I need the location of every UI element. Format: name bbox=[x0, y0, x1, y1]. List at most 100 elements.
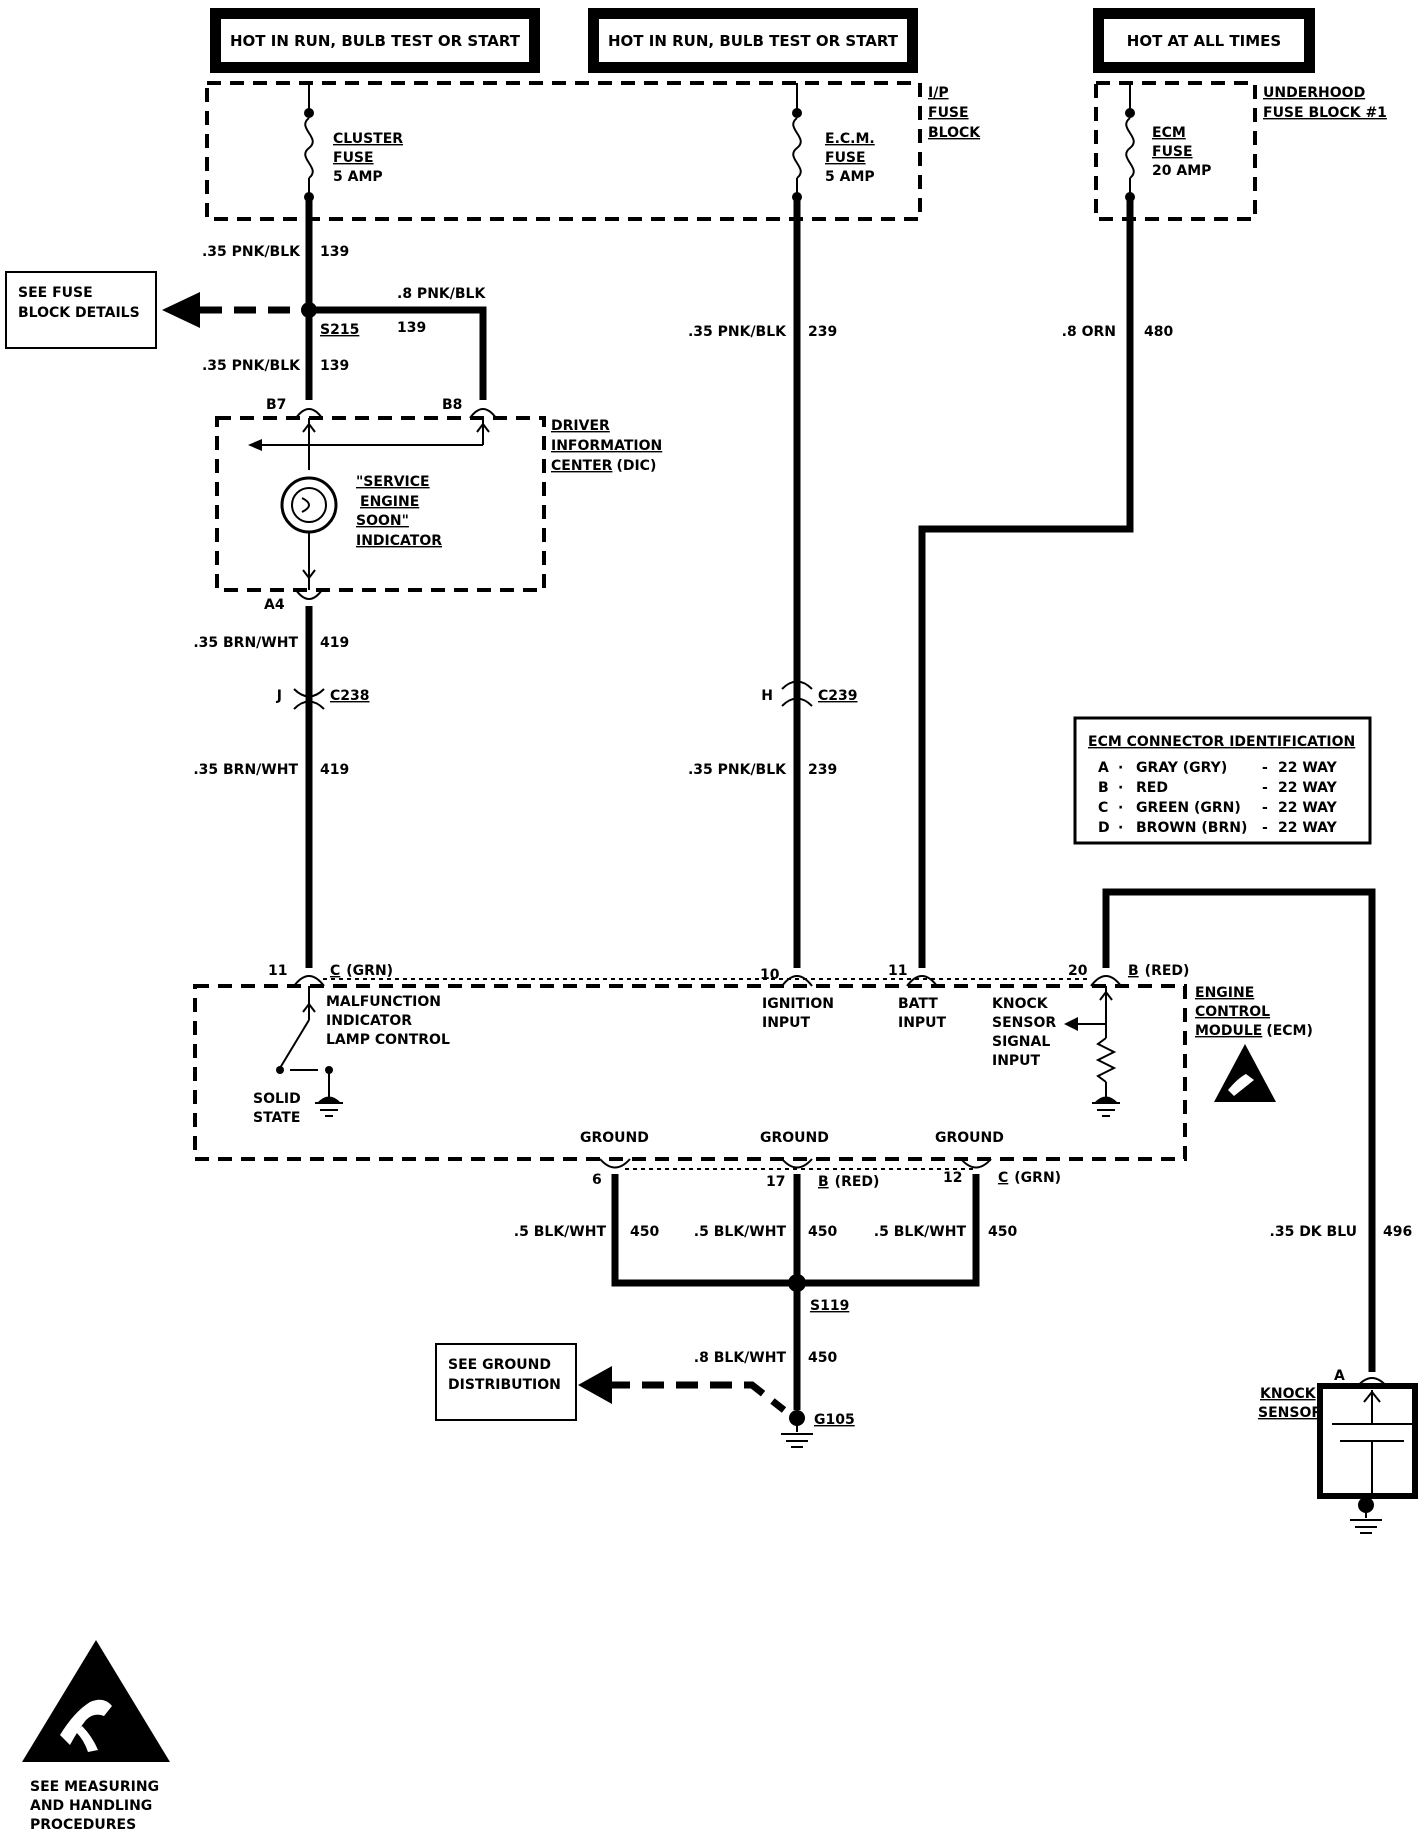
header-left: HOT IN RUN, BULB TEST OR START bbox=[210, 8, 540, 73]
esd-large-warning-icon bbox=[22, 1640, 170, 1762]
knock-sensor-pin: A bbox=[1334, 1368, 1345, 1384]
mil-label-2: INDICATOR bbox=[326, 1013, 412, 1029]
cluster-fuse bbox=[304, 83, 314, 202]
svg-text:CENTER(DIC): CENTER(DIC) bbox=[551, 458, 656, 474]
knock-sensor-label-2: SENSOR bbox=[1258, 1405, 1322, 1421]
underhood-fuse-block-outline bbox=[1094, 81, 1257, 221]
row-a-size: 22 WAY bbox=[1278, 760, 1338, 776]
knock-input-1: KNOCK bbox=[992, 996, 1049, 1012]
pin-a4-connector bbox=[295, 589, 323, 600]
ecm-outline bbox=[193, 984, 1187, 1161]
wire-419-top-gauge: .35 BRN/WHT bbox=[193, 635, 298, 651]
svg-text:·: · bbox=[1118, 820, 1123, 836]
connector-c239-top bbox=[781, 680, 813, 690]
wire-to-ground-distribution bbox=[608, 1381, 787, 1413]
ecm-name-3: MODULE bbox=[1195, 1023, 1262, 1039]
arrow-left-icon bbox=[162, 292, 200, 328]
ecm-ip-fuse-word: FUSE bbox=[825, 150, 866, 166]
ecm-underhood-fuse-name: ECM bbox=[1152, 125, 1186, 141]
svg-text:-: - bbox=[1262, 780, 1268, 796]
row-b-size: 22 WAY bbox=[1278, 780, 1338, 796]
wire-239-bot-circuit: 239 bbox=[808, 762, 837, 778]
connector-c238-bottom bbox=[293, 700, 325, 710]
ecm-table-title: ECM CONNECTOR IDENTIFICATION bbox=[1088, 734, 1355, 750]
indicator-label-4: INDICATOR bbox=[356, 533, 442, 549]
indicator-label-1: "SERVICE bbox=[356, 474, 430, 490]
ignition-label-1: IGNITION bbox=[762, 996, 834, 1012]
ground-g105-label: G105 bbox=[814, 1412, 855, 1428]
c238-name: C238 bbox=[330, 688, 370, 704]
ecm-table-row: A · GRAY (GRY) - 22 WAY bbox=[1098, 760, 1338, 776]
row-a-letter: A bbox=[1098, 760, 1109, 776]
pin-b7-label: B7 bbox=[266, 397, 286, 413]
dic-name-3: CENTER bbox=[551, 458, 613, 474]
wire-496-circuit: 496 bbox=[1383, 1224, 1412, 1240]
ground-icon bbox=[781, 1433, 813, 1448]
svg-text:-: - bbox=[1262, 800, 1268, 816]
pin-b8-label: B8 bbox=[442, 397, 462, 413]
mil-label-3: LAMP CONTROL bbox=[326, 1032, 450, 1048]
ground-pin-6-connector bbox=[599, 1158, 631, 1169]
underhood-fuse-block-label-1: UNDERHOOD bbox=[1263, 85, 1365, 101]
mil-label-1: MALFUNCTION bbox=[326, 994, 441, 1010]
cluster-fuse-name: CLUSTER bbox=[333, 131, 403, 147]
wire-239-bot-gauge: .35 PNK/BLK bbox=[688, 762, 787, 778]
wire-239-top-circuit: 239 bbox=[808, 324, 837, 340]
knock-input-4: INPUT bbox=[992, 1053, 1041, 1069]
knock-input-2: SENSOR bbox=[992, 1015, 1056, 1031]
wire-419-bot-gauge: .35 BRN/WHT bbox=[193, 762, 298, 778]
resistor-icon bbox=[1095, 1037, 1117, 1083]
wire-139-bot-circuit: 139 bbox=[320, 358, 349, 374]
ip-fuse-block-label-2: FUSE bbox=[928, 105, 969, 121]
c239-name: C239 bbox=[818, 688, 858, 704]
ecm-connector-table bbox=[1073, 716, 1372, 845]
dic-name-2: INFORMATION bbox=[551, 438, 662, 454]
ecm-underhood-fuse-amp: 20 AMP bbox=[1152, 163, 1211, 179]
pin-11-connector bbox=[906, 975, 938, 987]
ground-icon bbox=[1092, 1096, 1120, 1117]
wire-480 bbox=[918, 197, 1134, 968]
pin-b8-connector bbox=[469, 408, 497, 419]
wire-450-g-gauge: .8 BLK/WHT bbox=[694, 1350, 787, 1366]
header-middle-text: HOT IN RUN, BULB TEST OR START bbox=[608, 32, 899, 50]
svg-text:·: · bbox=[1118, 760, 1123, 776]
c239-pin: H bbox=[761, 688, 773, 704]
ecm-name-1: ENGINE bbox=[1195, 985, 1254, 1001]
ecm-ip-fuse-name: E.C.M. bbox=[825, 131, 875, 147]
cluster-fuse-amp: 5 AMP bbox=[333, 169, 383, 185]
cluster-fuse-word: FUSE bbox=[333, 150, 374, 166]
wire-450-r-circuit: 450 bbox=[988, 1224, 1017, 1240]
splice-s119-label: S119 bbox=[810, 1298, 849, 1314]
ground-pin-17-connector bbox=[781, 1158, 813, 1169]
see-fuse-block-box bbox=[5, 271, 157, 349]
solid-state-2: STATE bbox=[253, 1110, 300, 1126]
wire-139-top-gauge: .35 PNK/BLK bbox=[202, 244, 301, 260]
svg-text:B(RED): B(RED) bbox=[818, 1174, 879, 1190]
ignition-label-2: INPUT bbox=[762, 1015, 811, 1031]
row-c-letter: C bbox=[1098, 800, 1108, 816]
arrow-left-icon bbox=[1064, 1017, 1078, 1031]
ground-label-6: GROUND bbox=[580, 1130, 649, 1146]
ecm-name-2: CONTROL bbox=[1195, 1004, 1270, 1020]
wire-450-m-circuit: 450 bbox=[808, 1224, 837, 1240]
esd-note-2: AND HANDLING bbox=[30, 1798, 152, 1814]
underhood-fuse-block-label-2: FUSE BLOCK #1 bbox=[1263, 105, 1387, 121]
ecm-ip-fuse bbox=[792, 83, 802, 202]
pin-11c-color: (GRN) bbox=[346, 963, 393, 979]
pin-11c-num: 11 bbox=[268, 963, 287, 979]
pin-11c-conn: C bbox=[330, 963, 340, 979]
esd-note-3: PROCEDURES bbox=[30, 1817, 136, 1833]
ground-pin-12-connector bbox=[960, 1158, 992, 1169]
ground-icon bbox=[1350, 1519, 1382, 1534]
svg-text:·: · bbox=[1118, 800, 1123, 816]
wire-139-bot-gauge: .35 PNK/BLK bbox=[202, 358, 301, 374]
see-ground-line-1: SEE GROUND bbox=[448, 1357, 551, 1373]
ground-pin-6-num: 6 bbox=[592, 1172, 602, 1188]
pin-10-num: 10 bbox=[760, 967, 780, 983]
pin-a4-label: A4 bbox=[264, 597, 285, 613]
wire-450-g-circuit: 450 bbox=[808, 1350, 837, 1366]
header-right-text: HOT AT ALL TIMES bbox=[1127, 32, 1281, 50]
wire-480-gauge: .8 ORN bbox=[1062, 324, 1116, 340]
ground-pin-17-color: (RED) bbox=[835, 1174, 880, 1190]
